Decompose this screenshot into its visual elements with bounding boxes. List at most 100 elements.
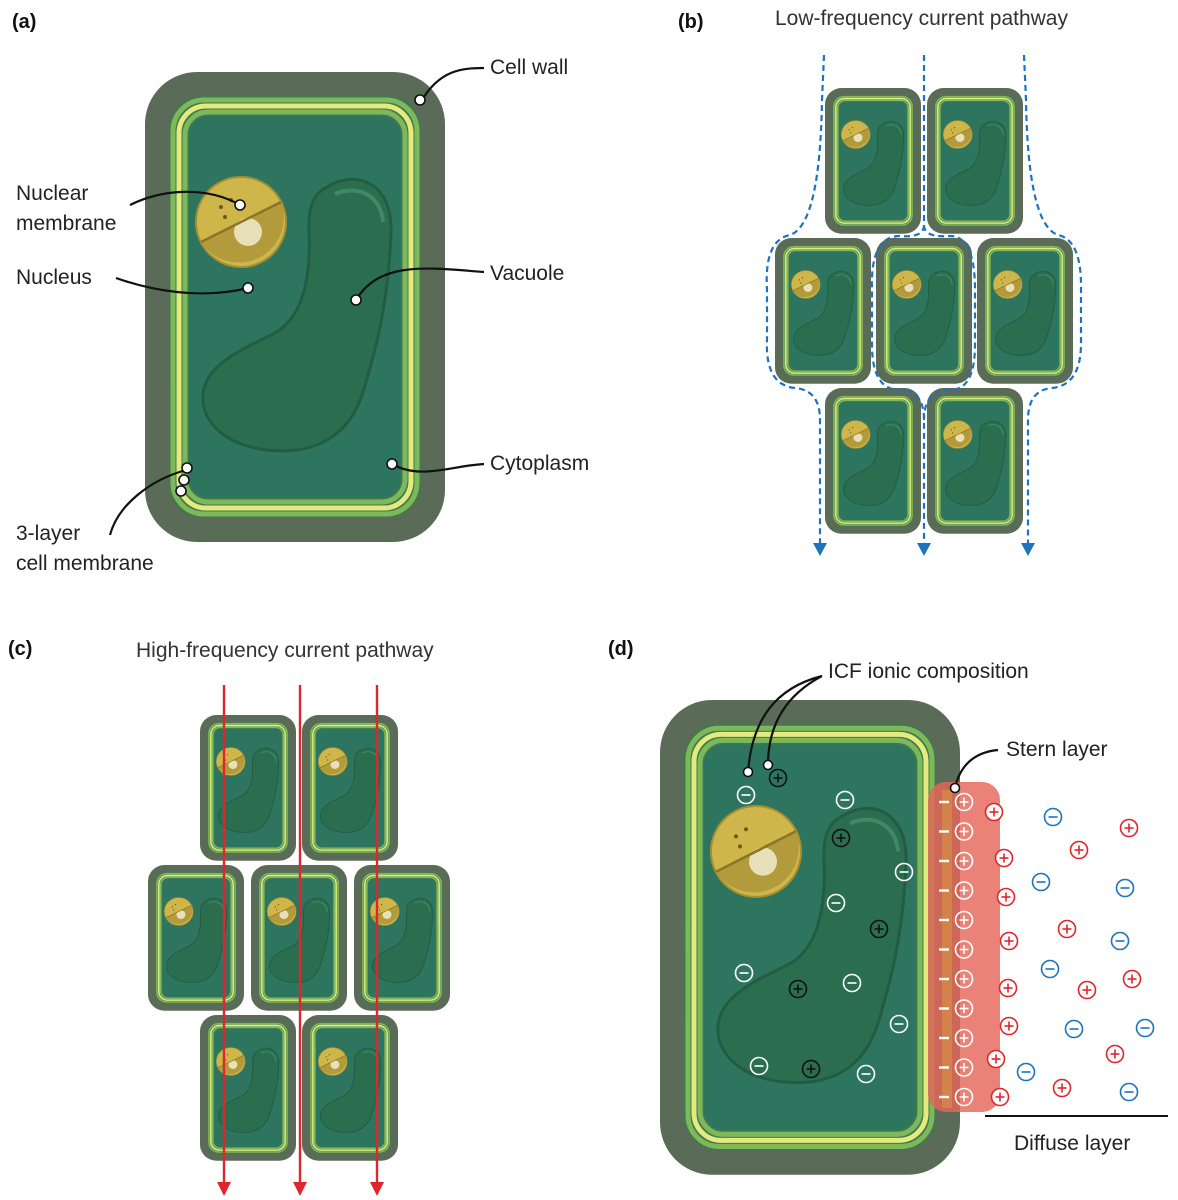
diffuse-cation: [1069, 840, 1089, 860]
icf-cation: [788, 979, 808, 999]
icf-cation: [869, 919, 889, 939]
stern-marker: [949, 782, 961, 794]
stern-cation: [954, 1087, 974, 1107]
diffuse-cation: [999, 931, 1019, 951]
diffuse-cation: [994, 848, 1014, 868]
stern-cation: [954, 792, 974, 812]
panel-a-tag: (a): [12, 11, 36, 33]
diffuse-cation: [999, 1016, 1019, 1036]
icf-ions: [734, 768, 914, 1084]
panel-a: (a) Cell wall Nuclear membrane Nucleus V…: [12, 11, 589, 575]
cell-wall-marker: [414, 94, 426, 106]
nucleus-leader: [115, 276, 249, 295]
high-freq-arrowhead-left: [217, 1182, 231, 1196]
diffuse-cation: [1122, 969, 1142, 989]
icf-marker-anion: [742, 766, 754, 778]
icf-leader-2: [766, 675, 823, 766]
low-freq-path-middle-branch: [922, 224, 977, 421]
diffuse-cation: [1052, 1078, 1072, 1098]
icf-anion: [835, 790, 855, 810]
panel-b: (b) Low-frequency current pathway: [678, 7, 1083, 556]
icf-anion: [734, 963, 754, 983]
diffuse-cation: [1119, 818, 1139, 838]
diffuse-anion: [1135, 1018, 1155, 1038]
diffuse-anion: [1016, 1062, 1036, 1082]
diffuse-cation: [998, 978, 1018, 998]
cell-wall-leader: [421, 66, 485, 101]
low-frequency-paths: [765, 54, 1083, 548]
diffuse-layer-ions: [984, 802, 1155, 1107]
diffuse-cation: [986, 1049, 1006, 1069]
stern-cation: [954, 999, 974, 1018]
panel-d: (d) ICF ionic composition Stern layer Di…: [608, 638, 1168, 1175]
diffuse-cation: [1077, 980, 1097, 1000]
diffuse-cation: [990, 1087, 1010, 1107]
plant-cell-detail: [660, 700, 960, 1175]
nuclear-membrane-leader: [129, 190, 241, 206]
low-freq-arrowhead-left: [813, 543, 827, 556]
low-freq-arrowhead-right: [1021, 543, 1035, 556]
cell-membrane-label-line2: cell membrane: [16, 552, 154, 575]
diffuse-anion: [1119, 1082, 1139, 1102]
icf-cation: [768, 768, 788, 788]
stern-label: Stern layer: [1006, 738, 1108, 761]
icf-anion: [842, 973, 862, 993]
icf-label: ICF ionic composition: [828, 660, 1029, 683]
membrane-inner-marker: [175, 485, 187, 497]
cell-membrane-label-line1: 3-layer: [16, 522, 80, 545]
stern-cation: [954, 881, 974, 900]
nucleus-label: Nucleus: [16, 266, 92, 289]
diffuse-anion: [1031, 872, 1051, 892]
nuclear-membrane-label-line2: membrane: [16, 212, 116, 235]
low-freq-path-left: [765, 54, 826, 548]
high-freq-arrowhead-right: [370, 1182, 384, 1196]
stern-cation: [954, 910, 974, 930]
membrane-mid-marker: [178, 474, 190, 486]
diffuse-label: Diffuse layer: [1014, 1132, 1130, 1155]
diffuse-cation: [984, 802, 1004, 822]
panel-b-title: Low-frequency current pathway: [775, 7, 1068, 30]
diffuse-cation: [1057, 919, 1077, 939]
panel-d-tag: (d): [608, 638, 634, 660]
stern-cation: [954, 940, 974, 959]
stern-cation: [954, 851, 974, 871]
panel-c-title: High-frequency current pathway: [136, 639, 434, 662]
panel-c-tag: (c): [8, 638, 32, 660]
vacuole-leader: [355, 267, 485, 301]
stern-cation: [954, 969, 974, 989]
diffuse-anion: [1064, 1019, 1084, 1039]
stern-cation: [954, 1058, 974, 1077]
membrane-outer-marker: [181, 462, 193, 474]
low-freq-arrowhead-middle: [917, 543, 931, 556]
low-freq-path-right: [1022, 54, 1083, 548]
diffuse-anion: [1040, 959, 1060, 979]
icf-cation: [801, 1059, 821, 1079]
cytoplasm-leader: [391, 462, 485, 473]
icf-anion: [856, 1064, 876, 1084]
stern-layer-ions: [939, 792, 974, 1107]
stern-cation: [954, 1028, 974, 1048]
cell-membrane-leader: [108, 468, 187, 536]
cytoplasm-label: Cytoplasm: [490, 452, 589, 475]
stern-leader: [953, 748, 999, 789]
icf-anion: [889, 1014, 909, 1034]
panel-c: (c) High-frequency current pathway: [8, 638, 451, 1196]
nuclear-membrane-label-line1: Nuclear: [16, 182, 88, 205]
diffuse-cation: [996, 887, 1016, 907]
diffuse-cation: [1105, 1044, 1125, 1064]
icf-anion: [894, 862, 914, 882]
icf-marker-cation: [762, 759, 774, 771]
icf-leader-1: [746, 674, 823, 773]
cytoplasm-marker: [386, 458, 398, 470]
vacuole-label: Vacuole: [490, 262, 564, 285]
icf-anion: [736, 785, 756, 805]
nuclear-membrane-marker: [234, 199, 246, 211]
diffuse-anion: [1115, 878, 1135, 898]
vacuole-marker: [350, 294, 362, 306]
diffuse-anion: [1043, 807, 1063, 827]
icf-anion: [749, 1056, 769, 1076]
icf-cation: [831, 828, 851, 848]
low-freq-path-middle: [870, 55, 926, 548]
nucleus-marker: [242, 282, 254, 294]
